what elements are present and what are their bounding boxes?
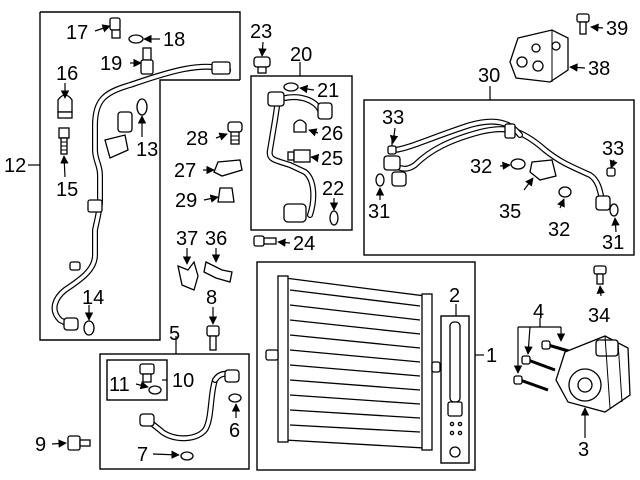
callout-31-right: 31: [602, 232, 624, 254]
part-28-bolt: [227, 121, 243, 145]
callout-33-left: 33: [382, 107, 404, 129]
part-7-o-ring: [180, 451, 194, 461]
callout-21: 21: [317, 80, 339, 102]
callout-2: 2: [449, 285, 460, 307]
part-17-sensor: [109, 17, 121, 39]
part-19-valve: [140, 47, 154, 75]
callout-1: 1: [486, 345, 497, 367]
callout-17: 17: [66, 22, 88, 44]
callout-32-upper: 32: [470, 156, 492, 178]
callout-35: 35: [499, 201, 521, 223]
discharge-line-assembly: [139, 369, 240, 442]
part-4-bolts: [513, 340, 573, 392]
part-8-bolt: [206, 325, 220, 351]
part-32-o-ring-upper: [510, 158, 526, 170]
callout-14: 14: [82, 287, 104, 309]
group-box-12: [39, 11, 241, 341]
part-10-valve: [139, 363, 155, 383]
callout-36: 36: [205, 228, 227, 250]
callout-27: 27: [174, 160, 196, 182]
callout-33-right: 33: [602, 138, 624, 160]
callout-18: 18: [163, 29, 185, 51]
part-36-bracket: [203, 261, 233, 283]
part-18-o-ring: [128, 34, 144, 44]
part-3-compressor: [555, 335, 631, 413]
leader-lines: [28, 23, 620, 459]
part-16-cap: [57, 94, 73, 119]
callout-5: 5: [169, 323, 180, 345]
part-29-clip: [217, 187, 235, 203]
callout-30: 30: [478, 65, 500, 87]
callout-11: 11: [109, 374, 130, 396]
part-37-bracket: [177, 260, 199, 291]
part-23-bolt: [253, 56, 271, 74]
part-27-bracket: [213, 159, 243, 177]
callout-34: 34: [588, 305, 610, 327]
callout-29: 29: [175, 190, 197, 212]
part-38-expansion-valve: [509, 29, 569, 83]
part-21-o-ring: [283, 82, 299, 92]
callout-16: 16: [56, 63, 78, 85]
part-33-valve-left: [387, 140, 397, 155]
callout-13: 13: [136, 139, 158, 161]
callout-8: 8: [206, 287, 217, 309]
callout-15: 15: [56, 179, 78, 201]
part-31-o-ring-right: [609, 203, 619, 217]
callout-39: 39: [606, 18, 628, 40]
callout-4: 4: [533, 301, 544, 323]
part-24-bolt: [253, 235, 277, 247]
callout-6: 6: [229, 420, 240, 442]
callout-37: 37: [176, 228, 198, 250]
part-22-o-ring: [329, 210, 339, 226]
callout-23: 23: [250, 21, 272, 43]
part-6-o-ring: [228, 393, 242, 403]
part-11-o-ring: [148, 385, 162, 395]
part-35-valve: [529, 159, 557, 181]
part-31-o-ring-left: [375, 173, 385, 187]
callout-38: 38: [588, 58, 610, 80]
part-1-condenser: [265, 275, 441, 451]
part-25-valve-core: [287, 149, 311, 163]
part-32-o-ring-lower: [558, 186, 572, 198]
callout-28: 28: [186, 128, 208, 150]
callout-3: 3: [578, 439, 589, 461]
callout-22: 22: [322, 178, 344, 200]
part-34-bolt: [593, 265, 607, 285]
part-9-bolt: [67, 435, 91, 451]
callout-12: 12: [4, 155, 26, 177]
group-box-20: [250, 75, 353, 231]
group-box-1: [256, 261, 476, 471]
callout-19: 19: [100, 53, 122, 75]
callout-24: 24: [293, 233, 315, 255]
suction-line-assembly: [266, 91, 333, 223]
part-15-valve-core: [58, 127, 70, 155]
callout-7: 7: [137, 444, 148, 466]
callout-25: 25: [321, 148, 343, 170]
callout-9: 9: [35, 434, 46, 456]
liquid-line-assembly: [51, 61, 231, 331]
callout-20: 20: [290, 44, 312, 66]
callout-32-lower: 32: [548, 219, 570, 241]
group-box-30: [363, 99, 635, 256]
part-26-cap: [293, 119, 307, 133]
callout-10: 10: [172, 370, 194, 392]
group-box-2: [440, 315, 470, 464]
callout-31-left: 31: [368, 201, 390, 223]
part-39-bolt: [576, 13, 590, 35]
group-box-5: [99, 353, 250, 470]
callout-26: 26: [321, 123, 343, 145]
line-assembly-30: [383, 118, 611, 211]
part-14-o-ring: [83, 320, 95, 336]
part-13-o-ring: [136, 98, 148, 116]
part-33-valve-right: [606, 167, 616, 177]
part-2-receiver-drier: [447, 321, 463, 458]
